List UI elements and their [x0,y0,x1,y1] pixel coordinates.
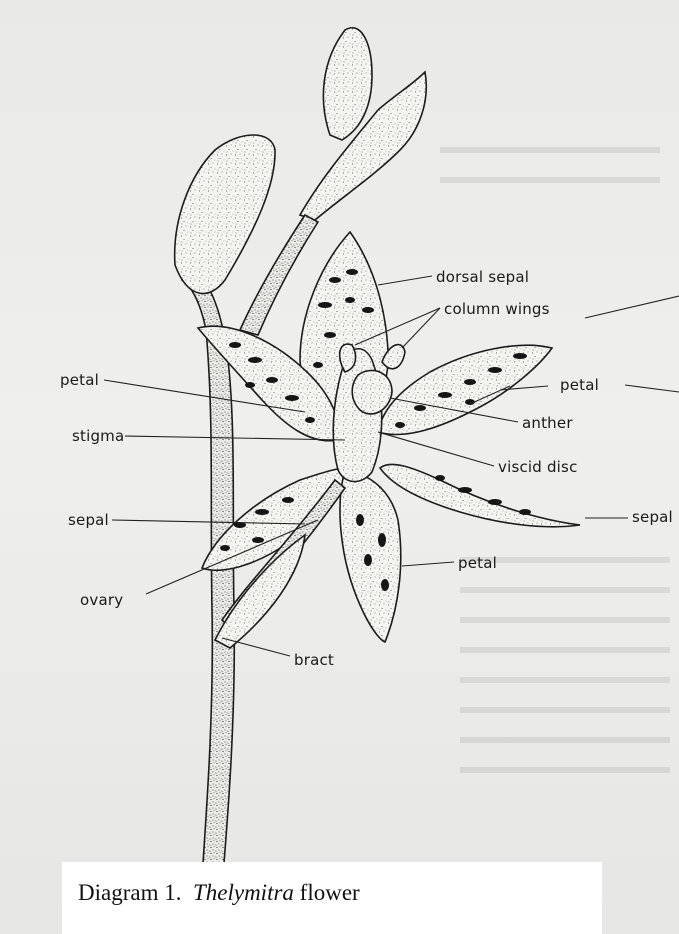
label-bract: bract [294,651,334,669]
label-ovary: ovary [80,591,123,609]
label-petal-left: petal [60,371,99,389]
label-column-wings: column wings [444,300,550,318]
label-petal-lower: petal [458,554,497,572]
figure-caption: Diagram 1. Thelymitra flower [78,880,360,906]
label-viscid-disc: viscid disc [498,458,578,476]
anther [352,370,392,413]
caption-prefix: Diagram 1. [78,880,181,905]
label-stigma: stigma [72,427,124,445]
bud-left [175,135,275,294]
caption-suffix: flower [300,880,360,905]
label-anther: anther [522,414,573,432]
caption-genus: Thelymitra [193,880,294,905]
stem [182,270,234,934]
label-petal-right: petal [560,376,599,394]
label-sepal-left: sepal [68,511,109,529]
label-sepal-right: sepal [632,508,673,526]
label-dorsal-sepal: dorsal sepal [436,268,529,286]
bud-upper-right [323,28,372,140]
